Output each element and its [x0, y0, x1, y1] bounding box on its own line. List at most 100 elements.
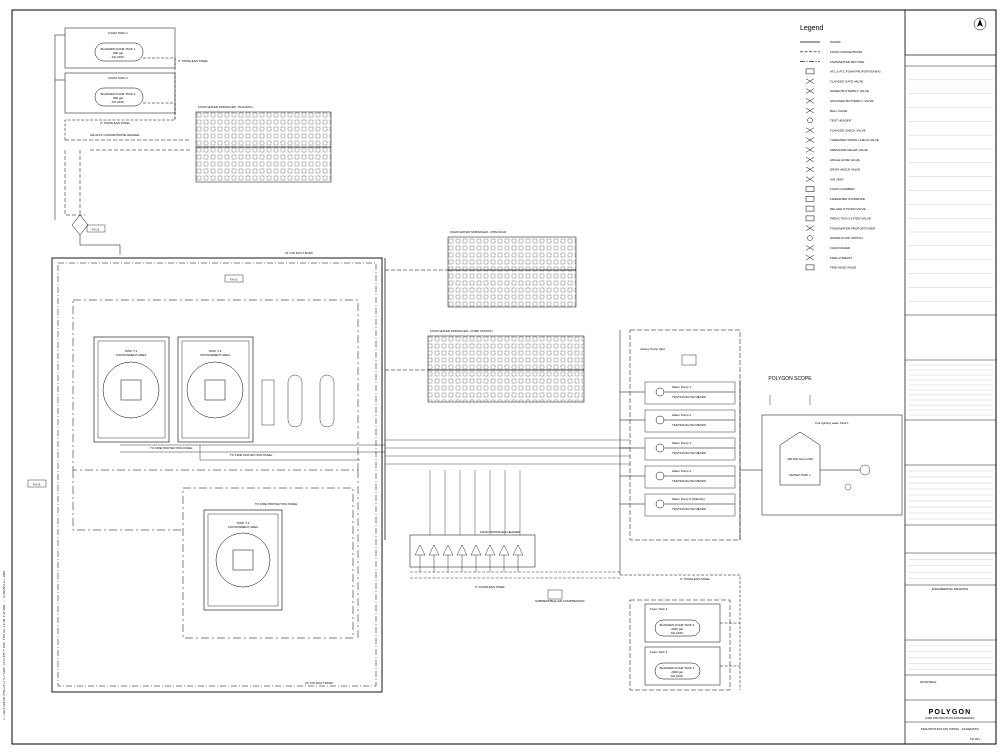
legend-item-label: ANGLE HOSE VALVE: [830, 158, 860, 162]
proportioner-unit: [498, 544, 510, 572]
legend-item-label: AIR VENT: [830, 177, 844, 181]
foam-tank-1-title: FOAM TANK 1: [108, 31, 128, 35]
legend-item: BALL VALVE: [805, 107, 847, 114]
bladder-tank-2: [94, 87, 144, 107]
tank-room-2-title: TANK T-2: [209, 349, 222, 353]
pump-row: Water Pump 2 TESTING/FLOW METER: [620, 409, 736, 433]
tank-room-2-sub: CONTAINMENT AREA: [200, 353, 231, 357]
legend-item: WAFER BUTTERFLY VALVE: [805, 88, 869, 94]
legend-item-label: FIRE HYDRANT: [830, 256, 852, 260]
foam-tank-4-label: BLADDER FOAM TANK 4: [660, 666, 695, 670]
foam-tank-2-cap: 800 gal: [113, 96, 123, 100]
legend-item: GROOVED BUTTERFLY VALVE: [805, 98, 873, 104]
pump-sub-label: TESTING/FLOW METER: [672, 423, 707, 427]
legend-item-label: FLANGED GATE VALVE: [830, 79, 863, 83]
legend-item-label: PREACTION SYSTEM VALVE: [830, 217, 871, 221]
duct-bank-top: 16" FW DUCT BANK: [285, 251, 313, 255]
legend-item-label: TEST HEADER: [830, 119, 852, 123]
to-fp-panel-2: TO FIRE PROTECTION PANEL: [230, 453, 273, 457]
proportioner-unit: [470, 544, 482, 572]
sprinkler-grid-2: FOAM WATER SPRINKLER - PIPE RACK: [385, 230, 577, 308]
proportioner-unit: [512, 544, 524, 572]
legend-item-label: FOAM CHAMBER: [830, 187, 855, 191]
legend-item-label: FIRE HOSE VALVE: [830, 266, 856, 270]
legend-item-label: ATC & ATC FOAM PROPORTIONING: [830, 70, 882, 74]
stainless-top-label: 3" STAINLESS STEEL: [178, 59, 209, 63]
to-fp-panel-1: TO FIRE PROTECTION PANEL: [150, 446, 193, 450]
foam-tank-1-label: BLADDER FOAM TANK 1: [101, 47, 136, 51]
water-tank-title: Fire fighting water Tank 1: [815, 421, 849, 425]
proportioner-unit: [484, 544, 496, 572]
legend-item: FIREWATER STANDPIPE: [805, 196, 865, 202]
foam-tank-1-sub: AR-AFFF: [112, 55, 125, 59]
bladder-tank-1: [94, 42, 144, 62]
grid2-label: FOAM WATER SPRINKLER - PIPE RACK: [450, 230, 507, 234]
pump-label: Water Pump 2: [672, 413, 691, 417]
foam-tank-3-sub: AR-AFFF: [671, 631, 684, 635]
pump-sub-label: TESTING/FLOW METER: [672, 479, 707, 483]
sprinkler-grid-3: FOAM WATER SPRINKLER - PUMP STATION: [385, 329, 585, 403]
legend-item-label: DELUGE SYSTEM VALVE: [830, 207, 866, 211]
concentrate-header-label: AR-AFFF CONCENTRATE HEADER: [90, 133, 140, 137]
legend-item: ATC & ATC FOAM PROPORTIONING: [805, 68, 882, 75]
tank-room-1-sub: CONTAINMENT AREA: [116, 353, 147, 357]
legend-item-label: WAFER BUTTERFLY VALVE: [830, 89, 869, 93]
fhs-mid-label: F.H.S.: [230, 278, 238, 282]
legend-item: FOAM CONCENTRATE: [800, 50, 862, 54]
company-logo-text: POLYGON: [929, 709, 972, 716]
legend-item: FLANGED CHECK VALVE: [805, 127, 866, 133]
water-tank-sub: WATER TANK 1: [789, 473, 811, 477]
proportioner-unit: [414, 544, 426, 572]
legend-title: Legend: [800, 25, 823, 32]
legend-item-label: FIREWATER STANDPIPE: [830, 197, 865, 201]
foam-tank-2-label: BLADDER FOAM TANK 2: [101, 92, 136, 96]
pump-sub-label: TESTING/FLOW METER: [672, 451, 707, 455]
pump-row: Water Pump 5 (Standby)TESTING/FLOW METER: [620, 493, 736, 517]
foam-tank-area-top: FOAM TANK 1 BLADDER FOAM TANK 1 800 gal …: [54, 27, 209, 255]
legend-item-label: DRAIN ANGLE VALVE: [830, 168, 860, 172]
stainless-bottom-label: 3" STAINLESS STEEL: [475, 585, 506, 589]
legend-item: WATER FLOW SWITCH: [807, 235, 863, 241]
grid1-label: FOAM WATER SPRINKLER - BUILDING: [198, 105, 253, 109]
foam-tank-2-title: FOAM TANK 2: [108, 76, 128, 80]
water-tank-cap: 150,000 GALLONS: [787, 457, 813, 461]
pump-label: Water Pump 1: [672, 385, 691, 389]
duct-bank-bottom: 16" FW DUCT BANK: [305, 681, 333, 685]
north-arrow-icon: [973, 17, 987, 31]
legend-item: WATER: [800, 40, 841, 44]
legend-item: DELUGE SYSTEM VALVE: [805, 205, 866, 212]
foam-tank-4-title: Foam Tank 4: [650, 650, 668, 654]
pump-sub-label: TESTING/FLOW METER: [672, 507, 707, 511]
foam-tank-4-cap: 2000 gal: [671, 670, 683, 674]
water-tank-area: Fire fighting water Tank 1 150,000 GALLO…: [740, 414, 903, 516]
to-fp-panel-3: TO FIRE PROTECTION PANEL: [255, 502, 298, 506]
legend-item-label: BALL VALVE: [830, 109, 847, 113]
sheet-number: FP-001: [970, 737, 980, 741]
legend-item: DRAIN ANGLE VALVE: [805, 166, 860, 173]
grid3-label: FOAM WATER SPRINKLER - PUMP STATION: [430, 329, 493, 333]
fhs-top-label: F.H.S.: [92, 228, 100, 232]
legend-item-label: FOAM CONCENTRATE: [830, 50, 862, 54]
stainless-right-label: 3" STAINLESS STEEL: [680, 577, 711, 581]
foam-tank-area-bottom: Foam Tank 3 BLADDER FOAM TANK 3 2000 gal…: [620, 574, 741, 691]
foam-tank-2-sub: AR-AFFF: [112, 100, 125, 104]
fhs-left-label: F.H.S.: [33, 483, 41, 487]
foam-tank-3-cap: 2000 gal: [671, 627, 683, 631]
legend-item-label: THREADED SWING CHECK VALVE: [830, 138, 879, 142]
legend-item-label: FOAM MAKER: [830, 246, 851, 250]
legend-item-label: GROOVED BUTTERFLY VALVE: [830, 99, 873, 103]
proportioner-unit: [442, 544, 454, 572]
sprinkler-grid-1: FOAM WATER SPRINKLER - BUILDING: [195, 105, 332, 183]
pump-block-title: Jockey Pump Skid: [640, 347, 665, 351]
tank-room-1-title: TANK T-1: [125, 349, 138, 353]
foam-tank-4-sub: AR-AFFF: [671, 674, 684, 678]
legend-item: PRESSURE RELIEF VALVE: [805, 147, 868, 153]
tagline-label: FIRE PROTECTION ENGINEERING: [925, 716, 975, 720]
pump-sub-label: TESTING/FLOW METER: [672, 395, 707, 399]
sidebar-file-path: C:\AUTODESK\PROJECTS\FOAM SYSTEM\FIRE PR…: [3, 570, 7, 720]
sprinkler-header-label: FOAM SPRINKLER HEADER: [480, 530, 521, 534]
legend-item: FLANGED GATE VALVE: [805, 78, 863, 84]
